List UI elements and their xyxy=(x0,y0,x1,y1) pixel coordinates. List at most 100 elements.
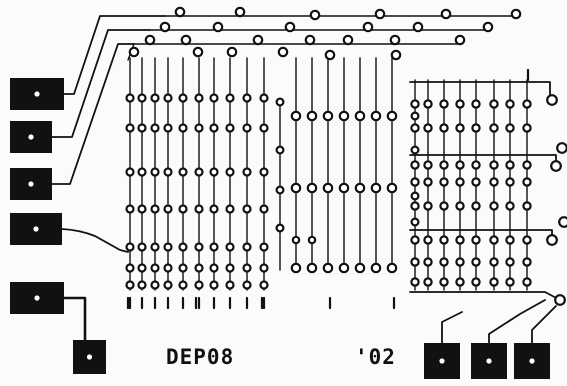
grid-pad xyxy=(455,123,465,133)
grid-pad xyxy=(489,99,499,109)
grid-pad xyxy=(439,123,449,133)
grid-pad xyxy=(471,160,481,170)
grid-pad xyxy=(194,263,204,273)
grid-pad xyxy=(242,242,252,252)
grid-pad xyxy=(225,123,235,133)
grid-pad xyxy=(423,201,433,211)
grid-pad xyxy=(471,99,481,109)
top-pad xyxy=(284,21,296,33)
grid-pad xyxy=(455,99,465,109)
grid-pad xyxy=(178,123,188,133)
grid-pad xyxy=(505,123,515,133)
grid-pad xyxy=(439,99,449,109)
grid-pad xyxy=(163,263,173,273)
grid-pad xyxy=(522,177,532,187)
trace xyxy=(61,228,129,253)
connector-hole xyxy=(34,91,40,97)
edge-pad xyxy=(546,234,558,246)
grid-pad xyxy=(242,280,252,290)
grid-pad xyxy=(370,182,382,194)
grid-pad xyxy=(137,242,147,252)
grid-pad xyxy=(386,110,398,122)
grid-pad xyxy=(322,110,334,122)
grid-pad xyxy=(242,167,252,177)
top-pad xyxy=(212,21,224,33)
grid-pad xyxy=(125,242,135,252)
grid-pad xyxy=(386,182,398,194)
top-pad xyxy=(374,8,386,20)
grid-pad xyxy=(150,280,160,290)
top-pad xyxy=(454,34,466,46)
board-year: '02 xyxy=(355,345,396,369)
grid-pad xyxy=(522,160,532,170)
grid-pad xyxy=(163,167,173,177)
grid-pad xyxy=(439,201,449,211)
grid-pad xyxy=(259,93,269,103)
grid-pad xyxy=(225,280,235,290)
trace xyxy=(488,299,546,344)
grid-pad xyxy=(489,257,499,267)
bus-trace xyxy=(409,81,551,101)
trace xyxy=(51,43,135,185)
trace xyxy=(62,296,87,342)
grid-pad xyxy=(137,167,147,177)
grid-pad xyxy=(178,280,188,290)
grid-pad xyxy=(225,242,235,252)
grid-pad xyxy=(370,110,382,122)
grid-pad xyxy=(455,257,465,267)
grid-pad xyxy=(505,177,515,187)
grid-pad xyxy=(455,201,465,211)
trace xyxy=(441,311,463,344)
grid-pad xyxy=(209,280,219,290)
top-pad xyxy=(390,49,402,61)
grid-pad xyxy=(125,167,135,177)
grid-pad xyxy=(423,123,433,133)
grid-pad xyxy=(489,177,499,187)
top-pad xyxy=(226,46,238,58)
grid-pad xyxy=(137,280,147,290)
grid-pad xyxy=(194,167,204,177)
top-pad xyxy=(412,21,424,33)
grid-pad xyxy=(137,263,147,273)
top-pad xyxy=(192,46,204,58)
connector-hole xyxy=(529,358,535,364)
grid-pad xyxy=(242,123,252,133)
grid-pad xyxy=(259,242,269,252)
grid-pad xyxy=(338,110,350,122)
top-pad xyxy=(324,49,336,61)
grid-pad xyxy=(275,223,285,233)
grid-pad xyxy=(522,201,532,211)
grid-pad xyxy=(410,217,420,227)
grid-pad xyxy=(275,97,285,107)
grid-pad xyxy=(410,99,420,109)
grid-pad xyxy=(455,177,465,187)
grid-pad xyxy=(505,277,515,287)
grid-pad xyxy=(291,235,301,245)
grid-pad xyxy=(150,204,160,214)
grid-pad xyxy=(522,99,532,109)
grid-pad xyxy=(354,182,366,194)
top-pad xyxy=(277,46,289,58)
grid-pad xyxy=(471,123,481,133)
grid-pad xyxy=(194,123,204,133)
grid-pad xyxy=(150,242,160,252)
grid-pad xyxy=(275,185,285,195)
grid-pad xyxy=(125,280,135,290)
top-pad xyxy=(309,9,321,21)
grid-pad xyxy=(125,123,135,133)
grid-pad xyxy=(290,182,302,194)
grid-pad xyxy=(194,204,204,214)
grid-pad xyxy=(209,167,219,177)
grid-pad xyxy=(410,257,420,267)
grid-pad xyxy=(194,280,204,290)
grid-pad xyxy=(150,93,160,103)
grid-pad xyxy=(410,145,420,155)
grid-pad xyxy=(163,93,173,103)
grid-pad xyxy=(322,182,334,194)
top-pad xyxy=(180,34,192,46)
grid-pad xyxy=(209,93,219,103)
grid-pad xyxy=(423,277,433,287)
grid-pad xyxy=(386,262,398,274)
edge-pad xyxy=(556,142,567,154)
